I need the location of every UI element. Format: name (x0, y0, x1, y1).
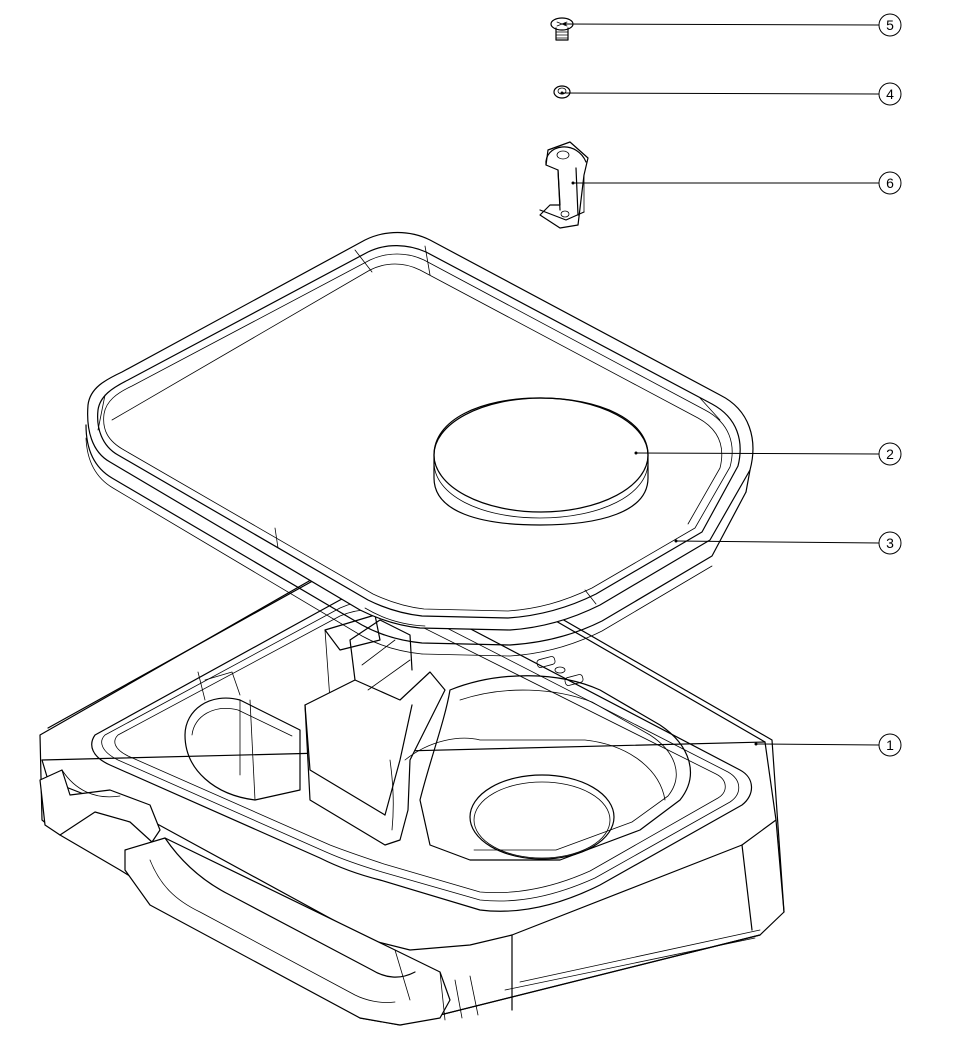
callout-label: 2 (886, 446, 894, 462)
callout-balloon (878, 82, 902, 106)
callout-2: 2 (634, 442, 902, 466)
callout-balloon (878, 13, 902, 37)
callout-3: 3 (674, 531, 902, 555)
bracket (539, 141, 589, 229)
callout-balloon (878, 733, 902, 757)
disc (433, 397, 649, 526)
callout-balloon (878, 531, 902, 555)
gasket-frame (85, 231, 754, 657)
callout-6: 6 (571, 171, 902, 195)
screw (550, 17, 574, 41)
callout-label: 5 (886, 17, 894, 33)
callout-balloon (878, 442, 902, 466)
callout-5: 5 (563, 13, 902, 37)
callout-balloon (878, 171, 902, 195)
callout-label: 4 (886, 86, 894, 102)
callout-label: 3 (886, 535, 894, 551)
callout-label: 1 (886, 737, 894, 753)
base-tray (39, 542, 785, 1026)
callout-label: 6 (886, 175, 894, 191)
callout-1: 1 (754, 733, 902, 757)
callout-4: 4 (560, 82, 902, 106)
